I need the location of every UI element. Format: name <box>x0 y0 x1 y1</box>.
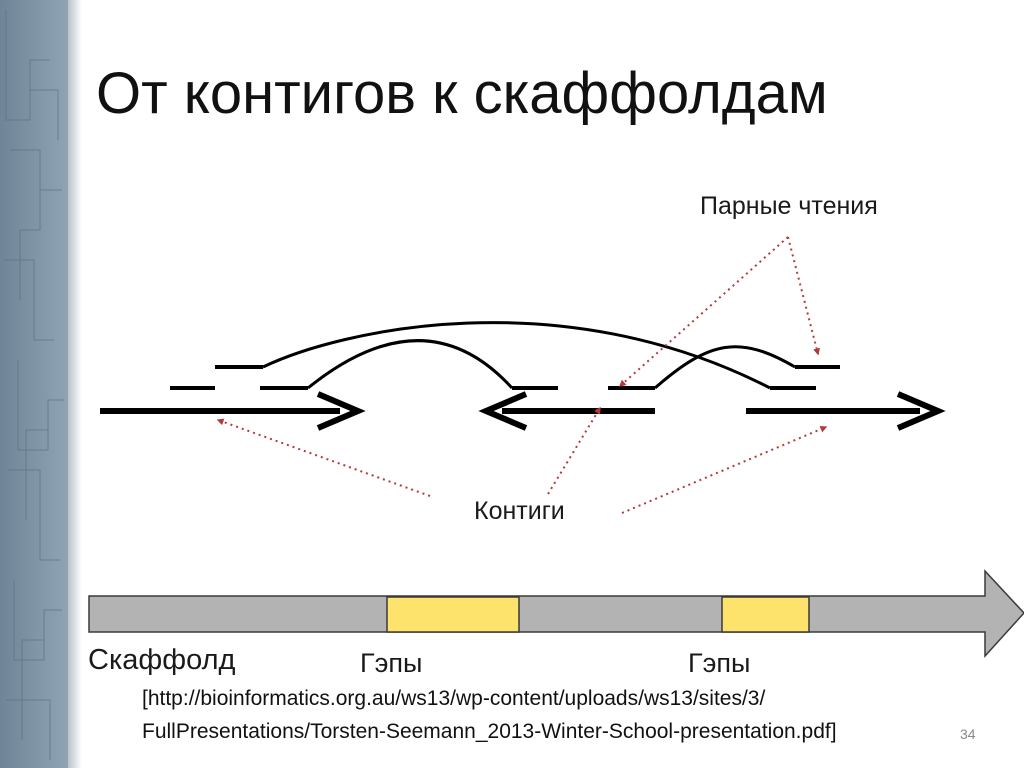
reference-citation: [http://bioinformatics.org.au/ws13/wp-co… <box>142 682 837 748</box>
slide-title: От контигов к скаффолдам <box>96 61 828 126</box>
tree-pattern-decoration <box>4 10 64 760</box>
pointer-contig-2 <box>547 406 601 495</box>
link-arc <box>654 345 796 390</box>
pointer-contig-1 <box>216 418 431 497</box>
contig-arrow-1 <box>100 391 366 431</box>
paired-reads-label: Парные чтения <box>700 192 878 220</box>
side-shadow <box>68 0 82 768</box>
pointer-paired-read-right <box>787 236 820 356</box>
scaffold-label: Скаффолд <box>88 644 236 676</box>
contig-arrow-2 <box>478 391 655 431</box>
reference-line-1: [http://bioinformatics.org.au/ws13/wp-co… <box>142 687 766 710</box>
reference-line-2: FullPresentations/Torsten-Seemann_2013-W… <box>142 720 837 743</box>
pointer-contig-3 <box>621 425 828 514</box>
gap-block-1 <box>386 596 520 633</box>
contig-arrow-3 <box>746 391 946 431</box>
link-arc <box>307 339 514 390</box>
link-arc <box>262 321 771 390</box>
contigs-label: Контиги <box>474 497 565 525</box>
gaps-label-2: Гэпы <box>688 648 751 678</box>
side-decoration-band <box>0 0 68 768</box>
paired-read-segments <box>170 365 840 390</box>
gap-block-2 <box>721 596 810 633</box>
paired-read-links <box>262 321 796 390</box>
scaffold-bar-arrow <box>88 569 1024 658</box>
pointer-paired-read-left <box>618 236 789 387</box>
slide-number: 34 <box>960 726 976 742</box>
label-pointers <box>216 236 828 514</box>
gaps-label-1: Гэпы <box>360 648 423 678</box>
